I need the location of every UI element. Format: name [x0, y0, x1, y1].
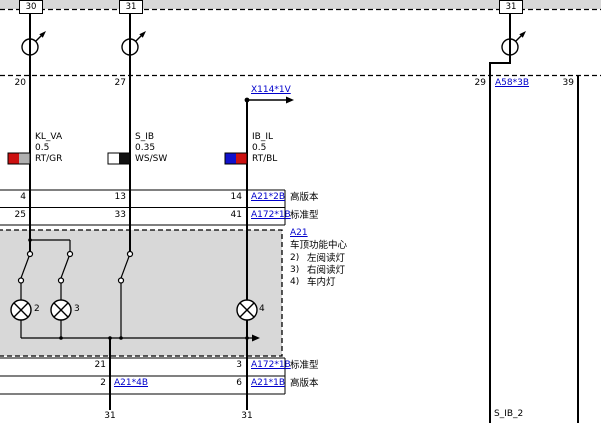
a21-component-box: [0, 229, 283, 357]
pin-cell: 4: [20, 192, 26, 202]
lamp-2-icon: [10, 299, 32, 321]
wire-color-swatch-ws-sw: [107, 152, 131, 165]
wire-gauge-label: 0.35: [135, 143, 156, 153]
wire-color-label: RT/BL: [252, 154, 278, 164]
ground-terminal-label: 31: [104, 411, 116, 421]
pin-cell: 13: [114, 192, 126, 202]
a21-title: 车顶功能中心: [290, 240, 348, 251]
wire-name-label: S_IB_2: [494, 409, 524, 419]
switch-icon: [57, 250, 74, 284]
terminal-31-box: 31: [119, 0, 143, 14]
wire-gauge-label: 0.5: [252, 143, 267, 153]
pin-number: 29: [474, 78, 486, 88]
wire-name-label: KL_VA: [35, 132, 63, 142]
pin-cell: 6: [236, 378, 242, 388]
connector-link[interactable]: A172*1B: [251, 210, 291, 220]
connector-link[interactable]: A21*2B: [251, 192, 286, 202]
wire-color-swatch-rt-gr: [7, 152, 31, 165]
switch-icon: [17, 250, 34, 284]
wire-name-label: S_IB: [135, 132, 155, 142]
terminal-31-box: 31: [499, 0, 523, 14]
ground-terminal-label: 31: [241, 411, 253, 421]
wire-gauge-label: 0.5: [35, 143, 50, 153]
terminal-30-box: 30: [19, 0, 43, 14]
pin-cell: 2: [100, 378, 106, 388]
a21-component-link[interactable]: A21: [290, 228, 308, 238]
pin-cell: 3: [236, 360, 242, 370]
variant-label: 高版本: [290, 192, 319, 203]
lamp-4-icon: [236, 299, 258, 321]
legend-item-label: 右阅读灯: [307, 265, 346, 276]
pin-cell: 25: [14, 210, 26, 220]
x114-branch-arrow-icon: [244, 96, 294, 104]
legend-item-number: 4): [290, 277, 300, 287]
connection-point-icon: [501, 31, 526, 56]
legend-item-label: 车内灯: [307, 277, 336, 288]
connector-link-a58[interactable]: A58*3B: [495, 78, 530, 88]
lamp-number: 3: [74, 304, 80, 314]
wire-name-label: IB_IL: [252, 132, 273, 142]
variant-label: 标准型: [290, 210, 319, 221]
lamp-number: 2: [34, 304, 40, 314]
connector-link-x114[interactable]: X114*1V: [251, 85, 291, 95]
connector-table-top-grid: [0, 189, 286, 226]
pin-number: 39: [562, 78, 574, 88]
legend-item-number: 3): [290, 265, 300, 275]
switch-icon: [117, 250, 134, 284]
wire-color-label: RT/GR: [35, 154, 63, 164]
a21-interior-wiring: [20, 238, 260, 342]
wire-color-swatch-rt-bl: [224, 152, 248, 165]
pin-number: 27: [114, 78, 126, 88]
connector-link[interactable]: A21*4B: [114, 378, 149, 388]
connection-point-icon: [121, 31, 146, 56]
variant-label: 高版本: [290, 378, 319, 389]
wire-color-label: WS/SW: [135, 154, 168, 164]
wire-right-29: [489, 13, 511, 423]
legend-item-label: 左阅读灯: [307, 253, 346, 264]
pin-cell: 21: [94, 360, 106, 370]
connector-table-bottom-grid: [0, 357, 286, 395]
connector-link[interactable]: A172*1B: [251, 360, 291, 370]
pin-cell: 41: [230, 210, 242, 220]
pin-cell: 33: [114, 210, 126, 220]
pin-number: 20: [14, 78, 26, 88]
lamp-number: 4: [259, 304, 265, 314]
variant-label: 标准型: [290, 360, 319, 371]
connector-link[interactable]: A21*1B: [251, 378, 286, 388]
pin-cell: 14: [230, 192, 242, 202]
connection-point-icon: [21, 31, 46, 56]
legend-item-number: 2): [290, 253, 300, 263]
lamp-3-icon: [50, 299, 72, 321]
